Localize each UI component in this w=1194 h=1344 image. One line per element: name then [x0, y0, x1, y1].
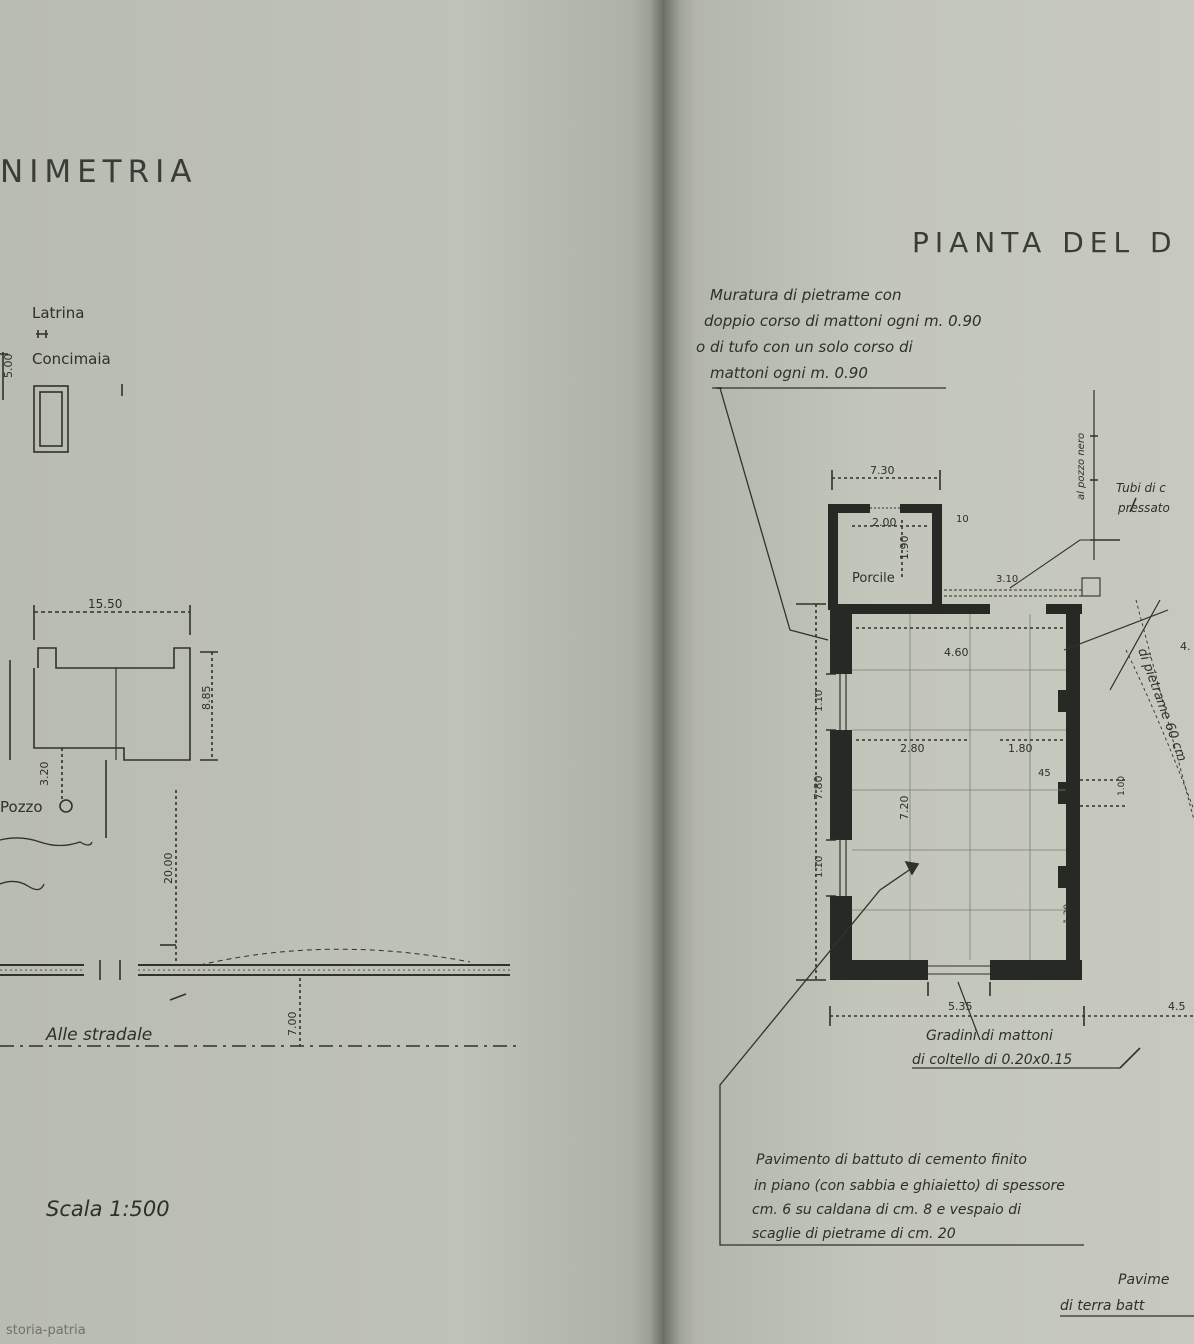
concimaia-inner: [39, 391, 63, 447]
dim-310: 3.10: [996, 574, 1018, 585]
dim-730: 7.30: [870, 464, 895, 477]
dim-110-a: 1.10: [814, 690, 825, 712]
dim-780: 7.80: [812, 776, 825, 801]
pavimento-b-line-1: Pavime: [1118, 1272, 1169, 1288]
dim-190: 1.90: [898, 536, 911, 561]
dim-1550: 15.50: [88, 597, 122, 611]
pavimento-b-line-2: di terra batt: [1060, 1298, 1145, 1314]
window-1: [839, 674, 847, 730]
tubi-label-1: Tubi di c: [1116, 481, 1166, 495]
dim-2000: 20.00: [162, 853, 175, 885]
pozzo-nero-label: al pozzo nero: [1076, 433, 1087, 500]
porcile-label: Porcile: [852, 571, 895, 586]
book-gutter: [650, 0, 680, 1344]
pozzo-symbol: [59, 799, 73, 813]
pavimento-line-1: Pavimento di battuto di cemento finito: [756, 1152, 1027, 1168]
muratura-line-2: doppio corso di mattoni ogni m. 0.90: [704, 312, 982, 330]
dim-460: 4.60: [944, 646, 969, 659]
pipe-line: [944, 589, 1084, 597]
dim-045: 45: [1038, 768, 1051, 779]
planimetria-title: NIMETRIA: [0, 154, 198, 190]
pavimento-leader: [719, 863, 1084, 1246]
latrina-label: Latrina: [32, 304, 84, 322]
gradini-label-2: di coltello di 0.20x0.15: [912, 1052, 1072, 1068]
latrina-mark: [36, 330, 48, 338]
muratura-line-1: Muratura di pietrame con: [710, 286, 901, 304]
pozzo-label: Pozzo: [0, 798, 43, 816]
house-outline: [33, 647, 191, 761]
concimaia-outline: [33, 385, 69, 453]
dim-535: 5.35: [948, 1000, 973, 1013]
muratura-line-3: o di tufo con un solo corso di: [696, 338, 913, 356]
pavimento-line-3: cm. 6 su caldana di cm. 8 e vespaio di: [752, 1202, 1021, 1218]
dim-010: 10: [956, 514, 969, 525]
pianta-title: PIANTA DEL D: [912, 226, 1178, 259]
scala-label: Scala 1:500: [46, 1197, 170, 1221]
muratura-line-4: mattoni ogni m. 0.90: [710, 364, 868, 382]
porcile-walls: [828, 504, 942, 610]
dim-45-bottom: 4.5: [1168, 1000, 1186, 1013]
main-building-walls: [830, 604, 1082, 980]
dim-700: 7.00: [286, 1012, 299, 1037]
left-page: [0, 0, 664, 1344]
dim-280: 2.80: [900, 742, 925, 755]
right-page: [664, 0, 1194, 1344]
dim-320: 3.20: [38, 762, 51, 787]
watermark: storia-patria: [6, 1323, 86, 1338]
diag-drain-label: di pietrame 60 cm: [1134, 646, 1189, 763]
strada-label: Alle stradale: [45, 1025, 152, 1045]
dim-885: 8.85: [200, 686, 213, 711]
muratura-leader: [719, 387, 829, 641]
dim-110-b: 1.10: [814, 856, 825, 878]
dim-100: 1.00: [1117, 776, 1127, 796]
dim-4-right: 4.: [1180, 640, 1191, 653]
dim-500-line: [0, 352, 8, 400]
tubi-label-2: pressato: [1117, 501, 1170, 515]
dim-180: 1.80: [1008, 742, 1033, 755]
dim-720: 7.20: [898, 796, 911, 821]
floor-grid: [852, 614, 1066, 960]
pavimento-line-4: scaglie di pietrame di cm. 20: [752, 1226, 956, 1242]
door-opening: [928, 965, 990, 975]
concimaia-label: Concimaia: [32, 350, 111, 368]
gradini-label-1: Gradini di mattoni: [926, 1028, 1053, 1044]
dim-130: 1.30: [1063, 904, 1073, 924]
dim-200: 2.00: [872, 516, 897, 529]
window-2: [839, 840, 847, 896]
pavimento-line-2: in piano (con sabbia e ghiaietto) di spe…: [754, 1178, 1065, 1194]
dim-500: 5.00: [2, 354, 15, 379]
